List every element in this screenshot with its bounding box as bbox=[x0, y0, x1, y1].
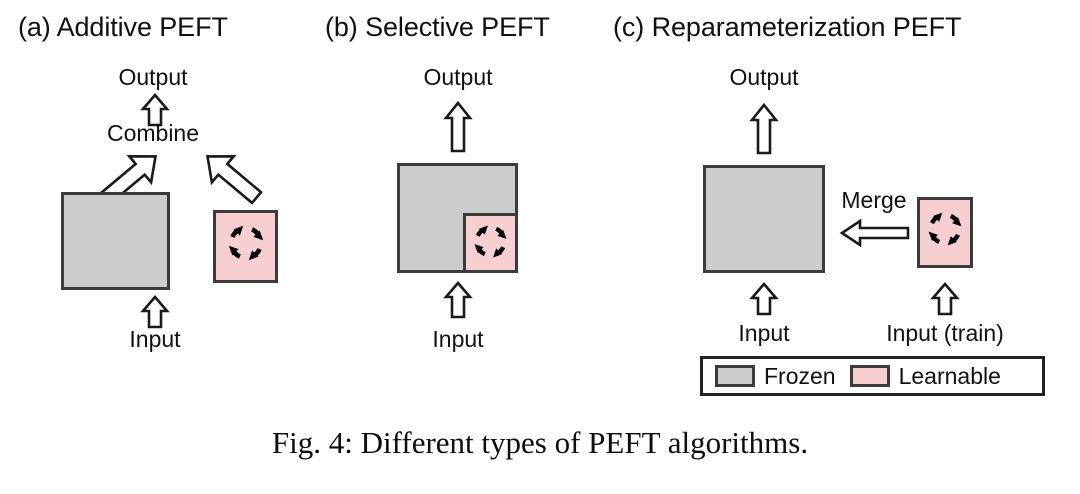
panel-b-learnable-subset bbox=[463, 213, 518, 273]
panel-a-output-label: Output bbox=[118, 64, 188, 90]
panel-b-title: (b) Selective PEFT bbox=[325, 12, 550, 42]
panel-c-output-label: Output bbox=[729, 64, 799, 90]
panel-b-input-up-arrow bbox=[443, 281, 473, 319]
panel-a-combine-to-output-arrow bbox=[140, 93, 170, 127]
figure-caption: Fig. 4: Different types of PEFT algorith… bbox=[271, 425, 809, 460]
panel-b-input-label: Input bbox=[432, 326, 484, 352]
panel-c-frozen-module bbox=[703, 165, 825, 273]
legend-learnable-label: Learnable bbox=[898, 362, 1001, 389]
legend-frozen: Frozen bbox=[715, 363, 836, 390]
panel-c-learnable-reparam-module bbox=[917, 197, 973, 268]
panel-a-input-up-arrow bbox=[140, 295, 170, 329]
legend-frozen-swatch bbox=[715, 365, 755, 387]
panel-a-frozen-module bbox=[61, 192, 170, 290]
panel-a-learnable-adapter bbox=[213, 210, 278, 283]
panel-c-input-train-up-arrow bbox=[930, 282, 960, 316]
panel-c-output-up-arrow bbox=[749, 102, 779, 155]
panel-c-input-up-arrow bbox=[749, 282, 779, 316]
panel-c-input-label: Input bbox=[738, 320, 790, 346]
panel-c-title: (c) Reparameterization PEFT bbox=[613, 12, 962, 42]
cyclic-arrows-icon bbox=[474, 225, 507, 258]
panel-b-output-label: Output bbox=[423, 64, 493, 90]
cyclic-arrows-icon bbox=[928, 212, 962, 246]
panel-c-merge-left-arrow bbox=[839, 218, 910, 248]
legend: Frozen Learnable bbox=[700, 356, 1045, 396]
legend-learnable-swatch bbox=[849, 365, 890, 387]
panel-a-combine-label: Combine bbox=[106, 120, 200, 146]
legend-frozen-label: Frozen bbox=[764, 362, 836, 389]
panel-a-title: (a) Additive PEFT bbox=[18, 12, 228, 42]
panel-a-learnable-to-combine-arrow bbox=[205, 154, 263, 205]
panel-b-output-up-arrow bbox=[443, 100, 473, 153]
panel-c-input-train-label: Input (train) bbox=[886, 320, 1004, 346]
panel-a-input-label: Input bbox=[129, 326, 181, 352]
cyclic-arrows-icon bbox=[228, 225, 264, 261]
legend-learnable: Learnable bbox=[849, 362, 1001, 390]
panel-c-merge-label: Merge bbox=[841, 187, 907, 213]
